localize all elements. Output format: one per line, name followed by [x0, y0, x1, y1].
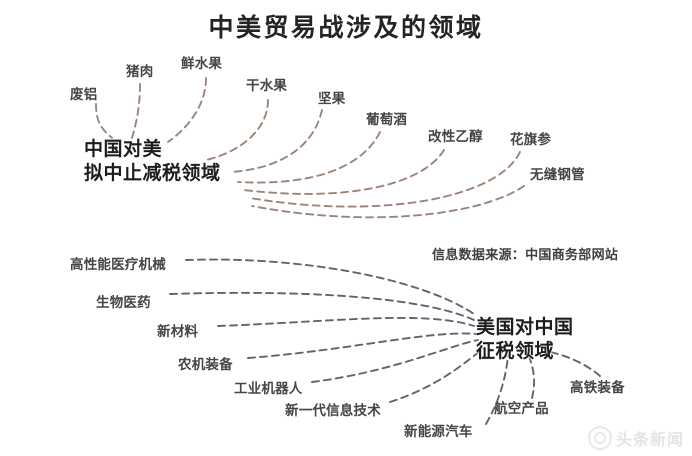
- leaf-gai-xing-yi-chun: 改性乙醇: [428, 129, 483, 145]
- source-note: 信息数据来源：中国商务部网站: [432, 248, 619, 263]
- edge-wu-feng-gang-guan: [251, 185, 525, 219]
- edge-sheng-wu-yi-yao: [169, 291, 475, 321]
- page-title: 中美贸易战涉及的领域: [208, 13, 484, 42]
- edge-gong-ye-ji-qi-ren: [311, 339, 479, 383]
- edge-fei-lv: [95, 103, 113, 139]
- edge-xin-yi-dai-xin-xi-ji-shu: [389, 347, 485, 403]
- leaf-wu-feng-gang-guan: 无缝钢管: [530, 167, 585, 183]
- leaf-gong-ye-ji-qi-ren: 工业机器人: [234, 381, 303, 397]
- leaf-xin-neng-yuan-qi-che: 新能源汽车: [404, 424, 473, 440]
- leaf-gan-shui-guo: 干水果: [246, 78, 288, 94]
- leaf-fei-lv: 废铝: [70, 87, 98, 103]
- leaf-hua-qi-shen: 花旗参: [510, 132, 552, 148]
- leaf-jian-guo: 坚果: [318, 91, 346, 107]
- china-hub-line2: 拟中止减税领域: [84, 162, 221, 185]
- edge-xin-cai-liao: [217, 316, 475, 327]
- leaf-zhu-rou: 猪肉: [126, 64, 154, 80]
- edge-jian-guo: [231, 109, 323, 173]
- leaf-nong-ji-zhuang-bei: 农机装备: [178, 357, 233, 373]
- edge-hua-qi-shen: [249, 151, 521, 208]
- leaf-sheng-wu-yi-yao: 生物医药: [96, 295, 151, 311]
- leaf-xian-shui-guo: 鲜水果: [181, 56, 223, 72]
- leaf-hang-kong-chan-pin: 航空产品: [494, 401, 549, 417]
- china-hub: 中国对美拟中止减税领域: [84, 137, 221, 186]
- edge-gai-xing-yi-chun: [243, 149, 445, 195]
- leaf-pu-tao-jiu: 葡萄酒: [366, 112, 408, 128]
- leaf-gao-xing-neng-yi-liao-ji-xie: 高性能医疗机械: [70, 257, 166, 273]
- us-hub-line2: 征税领域: [476, 340, 555, 363]
- edge-pu-tao-jiu: [237, 131, 381, 184]
- edge-xian-shui-guo: [167, 77, 207, 143]
- weibo-logo-icon: [587, 426, 612, 450]
- leaf-xin-cai-liao: 新材料: [157, 324, 199, 340]
- watermark: 头条新闻: [587, 426, 684, 450]
- watermark-text: 头条新闻: [615, 430, 684, 449]
- leaf-xin-yi-dai-xin-xi-ji-shu: 新一代信息技术: [285, 403, 381, 419]
- edge-gao-xing-neng-yi-liao-ji-xie: [185, 258, 475, 315]
- edge-nong-ji-zhuang-bei: [247, 332, 477, 359]
- leaf-gao-tie-zhuang-bei: 高铁装备: [570, 380, 625, 396]
- edge-zhu-rou: [131, 83, 141, 139]
- china-hub-line1: 中国对美: [84, 138, 163, 160]
- us-hub-line1: 美国对中国: [476, 316, 574, 338]
- us-hub: 美国对中国征税领域: [476, 315, 574, 364]
